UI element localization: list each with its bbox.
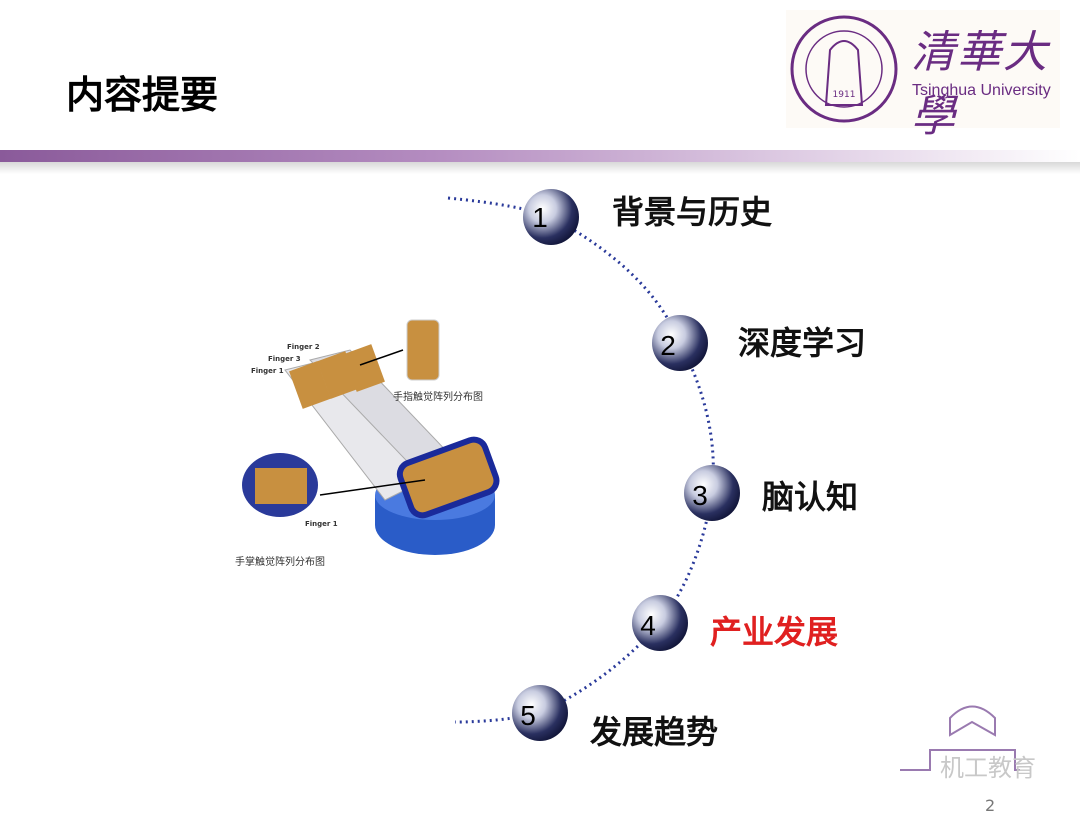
item-number: 3 bbox=[692, 480, 708, 511]
finger-label: Finger 2 bbox=[287, 343, 320, 351]
agenda-item-background[interactable]: 背景与历史 bbox=[612, 193, 773, 231]
seal-icon: 1911 bbox=[790, 15, 898, 123]
building-watermark-icon bbox=[900, 705, 1020, 771]
item-number: 4 bbox=[640, 610, 656, 641]
finger-caption: 手指触觉阵列分布图 bbox=[393, 392, 483, 403]
item-number: 5 bbox=[520, 700, 536, 731]
item-number: 1 bbox=[532, 202, 548, 233]
svg-text:1911: 1911 bbox=[833, 90, 856, 100]
finger-label: Finger 3 bbox=[268, 355, 301, 363]
agenda-item-brain-cognition[interactable]: 脑认知 bbox=[762, 478, 859, 516]
node-2 bbox=[652, 315, 708, 371]
tsinghua-logo: 1911 清華大學 Tsinghua University bbox=[786, 10, 1060, 142]
header-divider bbox=[0, 150, 1080, 162]
robot-hand-figure: Finger 2 Finger 3 Finger 1 Finger 1 手指触觉… bbox=[225, 310, 515, 574]
agenda-item-trends[interactable]: 发展趋势 bbox=[590, 713, 719, 751]
finger-label: Finger 1 bbox=[251, 367, 284, 375]
node-3 bbox=[684, 465, 740, 521]
watermark: 机工教育 bbox=[940, 754, 1036, 782]
palm-caption: 手掌触觉阵列分布图 bbox=[235, 557, 325, 568]
item-number: 2 bbox=[660, 330, 676, 361]
agenda-item-deep-learning[interactable]: 深度学习 bbox=[738, 324, 867, 362]
node-4 bbox=[632, 595, 688, 651]
logo-english: Tsinghua University bbox=[912, 82, 1051, 99]
finger-label: Finger 1 bbox=[305, 520, 338, 528]
node-1 bbox=[523, 189, 579, 245]
slide-title: 内容提要 bbox=[66, 73, 219, 117]
page-number: 2 bbox=[985, 796, 996, 815]
logo-chinese: 清華大學 bbox=[911, 27, 1049, 142]
node-5 bbox=[512, 685, 568, 741]
robot-hand-image bbox=[242, 319, 500, 555]
agenda-item-industry[interactable]: 产业发展 bbox=[710, 613, 839, 651]
divider-shadow bbox=[0, 162, 1080, 174]
